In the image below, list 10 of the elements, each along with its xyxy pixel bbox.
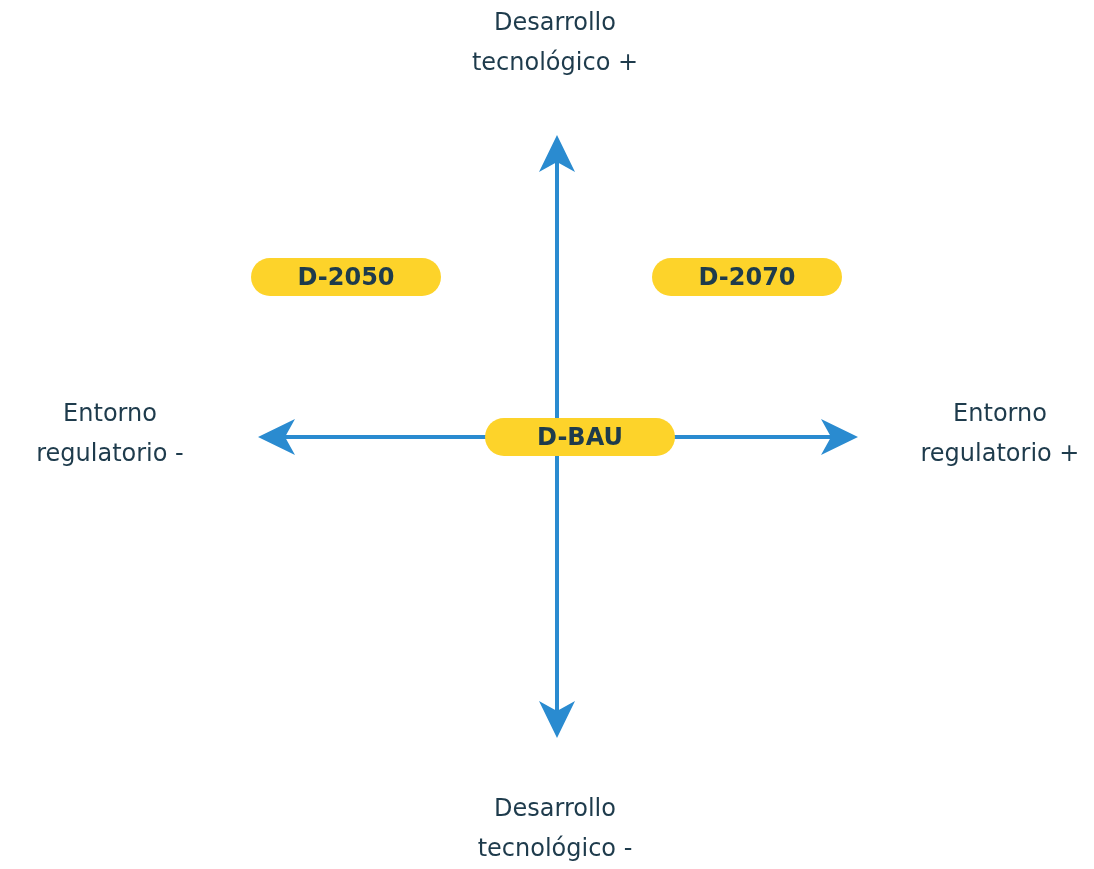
scenario-label: D-2050 [297, 263, 395, 291]
scenario-label: D-2070 [698, 263, 796, 291]
axis-label: Entorno regulatorio - [35, 398, 185, 469]
scenario-pill [251, 258, 441, 296]
scenario-label: D-BAU [537, 423, 623, 451]
scenario-pill [652, 258, 842, 296]
scenario-pill [485, 418, 675, 456]
axis-label: Desarrollo tecnológico - [476, 793, 634, 864]
axis-label: Desarrollo tecnológico + [470, 7, 640, 78]
axis-label: Entorno regulatorio + [919, 398, 1081, 469]
